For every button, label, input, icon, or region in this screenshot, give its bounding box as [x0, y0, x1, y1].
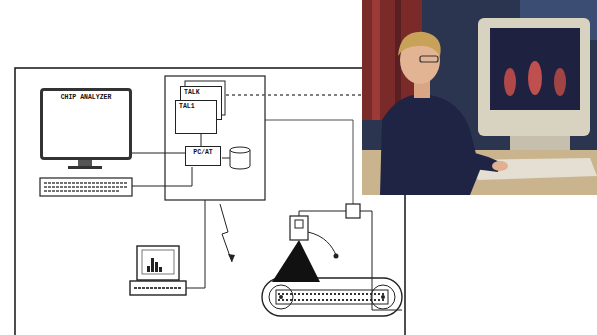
keyboard-cable	[192, 167, 193, 186]
monitor-base	[68, 166, 102, 169]
keyboard-cable	[132, 186, 165, 187]
camera-cable	[308, 232, 336, 255]
monitor-screen: CHIP ANALYZER	[40, 88, 132, 160]
node-label: TAL1	[179, 103, 213, 110]
camera-cable	[265, 120, 353, 204]
node-label: TALK	[184, 89, 218, 96]
connector	[132, 153, 185, 154]
keyboard	[40, 178, 132, 196]
monitor-stand	[78, 160, 92, 166]
camera-cable	[299, 211, 346, 216]
node-label: CHIP ANALYZER	[45, 94, 127, 101]
wireless-link	[220, 204, 232, 262]
sensor-cable	[360, 211, 402, 310]
camera	[272, 216, 320, 282]
node-label: PC/AT	[189, 149, 217, 156]
sensor-box	[346, 204, 360, 218]
photo	[362, 0, 597, 195]
program-card: TAL1	[175, 100, 217, 134]
disk-symbol	[230, 147, 250, 169]
connector-dot	[334, 254, 339, 259]
pc-terminal	[130, 246, 186, 295]
arrowhead	[228, 254, 235, 262]
pc-cable	[186, 200, 205, 288]
connector	[201, 134, 202, 146]
dotted-link	[226, 94, 362, 95]
disk-cable	[222, 158, 230, 159]
diagram-frame	[15, 68, 405, 335]
computer-box: PC/AT	[185, 146, 221, 166]
keyboard-cable	[165, 186, 192, 187]
